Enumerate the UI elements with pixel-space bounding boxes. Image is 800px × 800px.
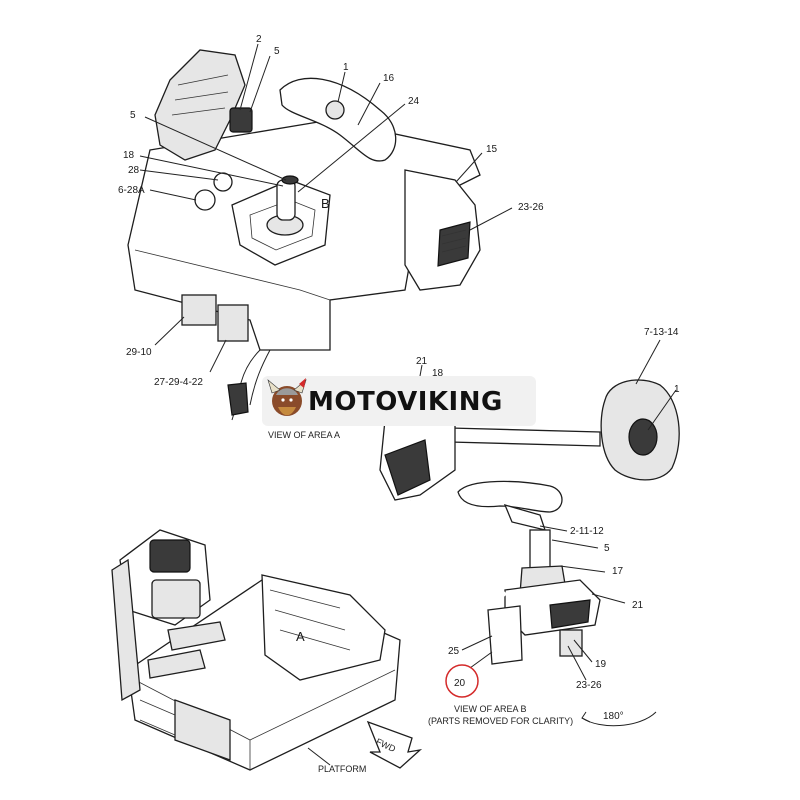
callout-24: 24: [408, 96, 420, 107]
callout-23-26-b: 23-26: [576, 680, 602, 691]
callout-1-b: 1: [674, 384, 680, 395]
callout-5: 5: [274, 46, 280, 57]
callout-b: B: [321, 196, 330, 211]
callout-29-10: 29-10: [126, 347, 152, 358]
callout-16: 16: [383, 73, 395, 84]
callout-a: A: [296, 629, 305, 644]
caption-view-b-note: (PARTS REMOVED FOR CLARITY): [428, 716, 573, 726]
fwd-arrow: [366, 720, 423, 769]
callout-18-b: 18: [432, 368, 444, 379]
caption-platform: PLATFORM: [318, 764, 366, 774]
platform-assembly: [111, 529, 401, 771]
callout-21-b: 21: [632, 600, 644, 611]
callout-2: 2: [256, 34, 262, 45]
view-a-assembly: [127, 43, 513, 421]
callout-28: 28: [128, 165, 140, 176]
callout-21: 21: [416, 356, 428, 367]
callout-7-13-14: 7-13-14: [644, 327, 679, 338]
caption-view-b: VIEW OF AREA B: [454, 704, 527, 714]
callout-5-b: 5: [604, 543, 610, 554]
callout-20: 20: [454, 678, 466, 689]
callout-15: 15: [486, 144, 498, 155]
callout-23-26: 23-26: [518, 202, 544, 213]
caption-view-a: VIEW OF AREA A: [268, 430, 340, 440]
caption-rotation: 180°: [603, 711, 624, 722]
callout-1: 1: [343, 62, 349, 73]
callout-5-left: 5: [130, 110, 136, 121]
callout-19: 19: [595, 659, 607, 670]
view-b-assembly: [379, 339, 680, 727]
brand-name: MOTOVIKING: [308, 387, 503, 417]
callout-17: 17: [612, 566, 624, 577]
callout-27-29-4-22: 27-29-4-22: [154, 377, 203, 388]
watermark-band: [262, 376, 536, 426]
callout-2-11-12: 2-11-12: [570, 526, 604, 537]
callout-6-28a: 6-28A: [118, 185, 145, 196]
callout-25: 25: [448, 646, 460, 657]
highlight-circle: [445, 664, 479, 698]
callout-18: 18: [123, 150, 135, 161]
callouts: 2 5 1 16 24 5 18 28 6-28A 15 23-26 B 29-…: [118, 34, 680, 691]
